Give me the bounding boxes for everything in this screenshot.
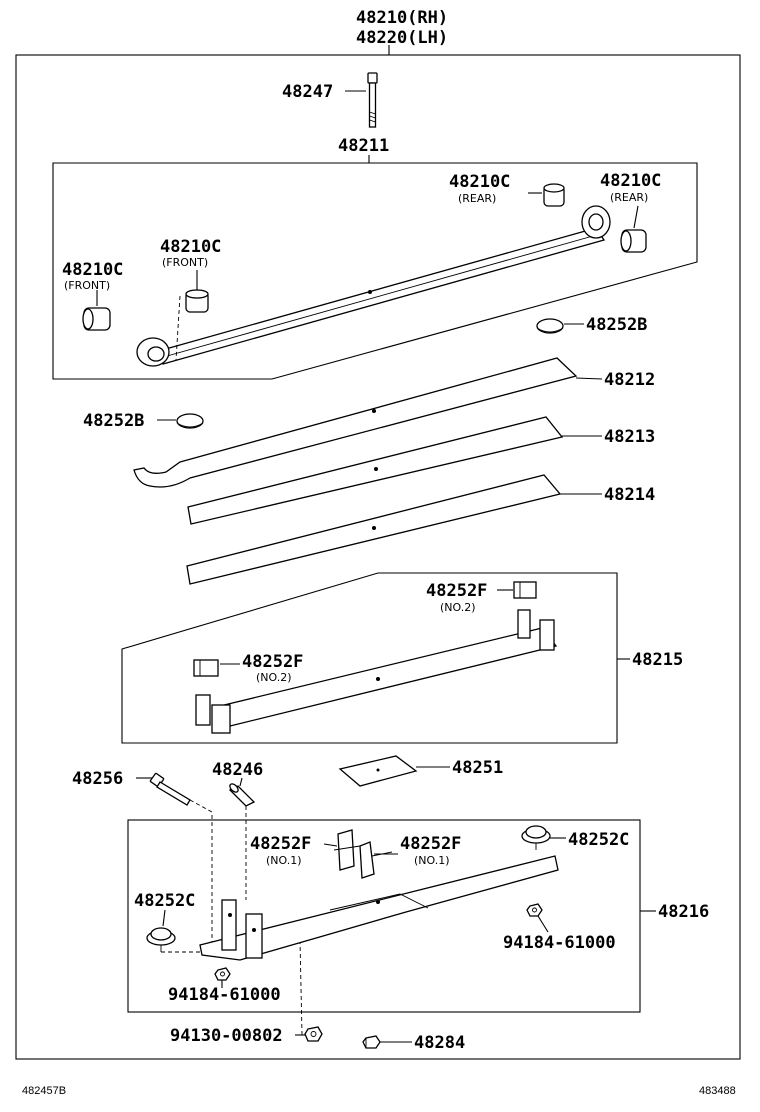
nut-94130-00802[interactable] bbox=[304, 1026, 323, 1042]
label-48216[interactable]: 48216 bbox=[658, 902, 709, 922]
box-48215 bbox=[121, 572, 618, 744]
label-48252f-no2-1[interactable]: 48252F bbox=[426, 581, 487, 601]
cap-48252b-2[interactable] bbox=[176, 413, 204, 429]
seat-48216[interactable] bbox=[199, 855, 559, 961]
pin-48246[interactable] bbox=[228, 782, 256, 807]
sublabel-no1-2: (NO.1) bbox=[414, 854, 450, 867]
cushion-48252c-1[interactable] bbox=[521, 825, 551, 850]
label-48213[interactable]: 48213 bbox=[604, 427, 655, 447]
bushing-48210c-front-1[interactable] bbox=[185, 289, 209, 313]
nut-94184-1[interactable] bbox=[526, 903, 543, 917]
sublabel-front-1: (FRONT) bbox=[162, 256, 208, 269]
sublabel-no1-1: (NO.1) bbox=[266, 854, 302, 867]
label-48251[interactable]: 48251 bbox=[452, 758, 503, 778]
label-48215[interactable]: 48215 bbox=[632, 650, 683, 670]
sublabel-rear-1: (REAR) bbox=[458, 192, 496, 205]
leaf-48213[interactable] bbox=[187, 416, 564, 525]
label-94184-1[interactable]: 94184-61000 bbox=[503, 933, 616, 953]
label-48252b-1[interactable]: 48252B bbox=[586, 315, 647, 335]
cushion-48252c-2[interactable] bbox=[146, 927, 176, 952]
clip-48252f-no2-1[interactable] bbox=[513, 581, 537, 599]
plate-48251[interactable] bbox=[338, 755, 418, 787]
footer-right-code: 483488 bbox=[699, 1085, 736, 1097]
label-94184-2[interactable]: 94184-61000 bbox=[168, 985, 281, 1005]
label-48252f-no2-2[interactable]: 48252F bbox=[242, 652, 303, 672]
label-48212[interactable]: 48212 bbox=[604, 370, 655, 390]
label-48252c-1[interactable]: 48252C bbox=[568, 830, 629, 850]
bolt-48256[interactable] bbox=[149, 772, 191, 806]
box-48211 bbox=[52, 162, 698, 380]
box-48216 bbox=[127, 819, 641, 1013]
cap-48252b-1[interactable] bbox=[536, 318, 564, 334]
bushing-48210c-rear-2[interactable] bbox=[620, 229, 647, 253]
main-leaf-48211[interactable] bbox=[136, 205, 611, 367]
label-48252f-no1-1[interactable]: 48252F bbox=[250, 834, 311, 854]
clip-48252f-no1-2[interactable] bbox=[359, 841, 393, 879]
sublabel-no2-2: (NO.2) bbox=[256, 671, 292, 684]
label-48210c-front-1[interactable]: 48210C bbox=[160, 237, 221, 257]
sublabel-no2-1: (NO.2) bbox=[440, 601, 476, 614]
label-48256[interactable]: 48256 bbox=[72, 769, 123, 789]
label-48210c-front-2[interactable]: 48210C bbox=[62, 260, 123, 280]
clip-48252f-no2-2[interactable] bbox=[193, 659, 219, 677]
leaf-48212[interactable] bbox=[133, 357, 578, 488]
label-48252f-no1-2[interactable]: 48252F bbox=[400, 834, 461, 854]
label-48246[interactable]: 48246 bbox=[212, 760, 263, 780]
label-94130-00802[interactable]: 94130-00802 bbox=[170, 1026, 283, 1046]
label-48210-rh[interactable]: 48210(RH) bbox=[356, 8, 448, 28]
label-48210c-rear-2[interactable]: 48210C bbox=[600, 171, 661, 191]
nut-94184-2[interactable] bbox=[214, 967, 231, 981]
bushing-48210c-front-2[interactable] bbox=[82, 307, 111, 331]
sublabel-rear-2: (REAR) bbox=[610, 191, 648, 204]
sublabel-front-2: (FRONT) bbox=[64, 279, 110, 292]
nut-48284[interactable] bbox=[362, 1035, 381, 1049]
clip-48252f-no1-1[interactable] bbox=[333, 829, 361, 871]
label-48220-lh[interactable]: 48220(LH) bbox=[356, 28, 448, 48]
footer-left-code: 482457B bbox=[22, 1085, 66, 1097]
leaf-48215[interactable] bbox=[195, 609, 558, 734]
label-48214[interactable]: 48214 bbox=[604, 485, 655, 505]
label-48284[interactable]: 48284 bbox=[414, 1033, 465, 1053]
label-48252b-2[interactable]: 48252B bbox=[83, 411, 144, 431]
assembly-frame bbox=[15, 54, 741, 1060]
bushing-48210c-rear-1[interactable] bbox=[543, 183, 565, 207]
label-48211[interactable]: 48211 bbox=[338, 136, 389, 156]
leaf-48214[interactable] bbox=[186, 474, 562, 585]
label-48210c-rear-1[interactable]: 48210C bbox=[449, 172, 510, 192]
label-48252c-2[interactable]: 48252C bbox=[134, 891, 195, 911]
bolt-48247[interactable] bbox=[367, 72, 378, 128]
label-48247[interactable]: 48247 bbox=[282, 82, 333, 102]
